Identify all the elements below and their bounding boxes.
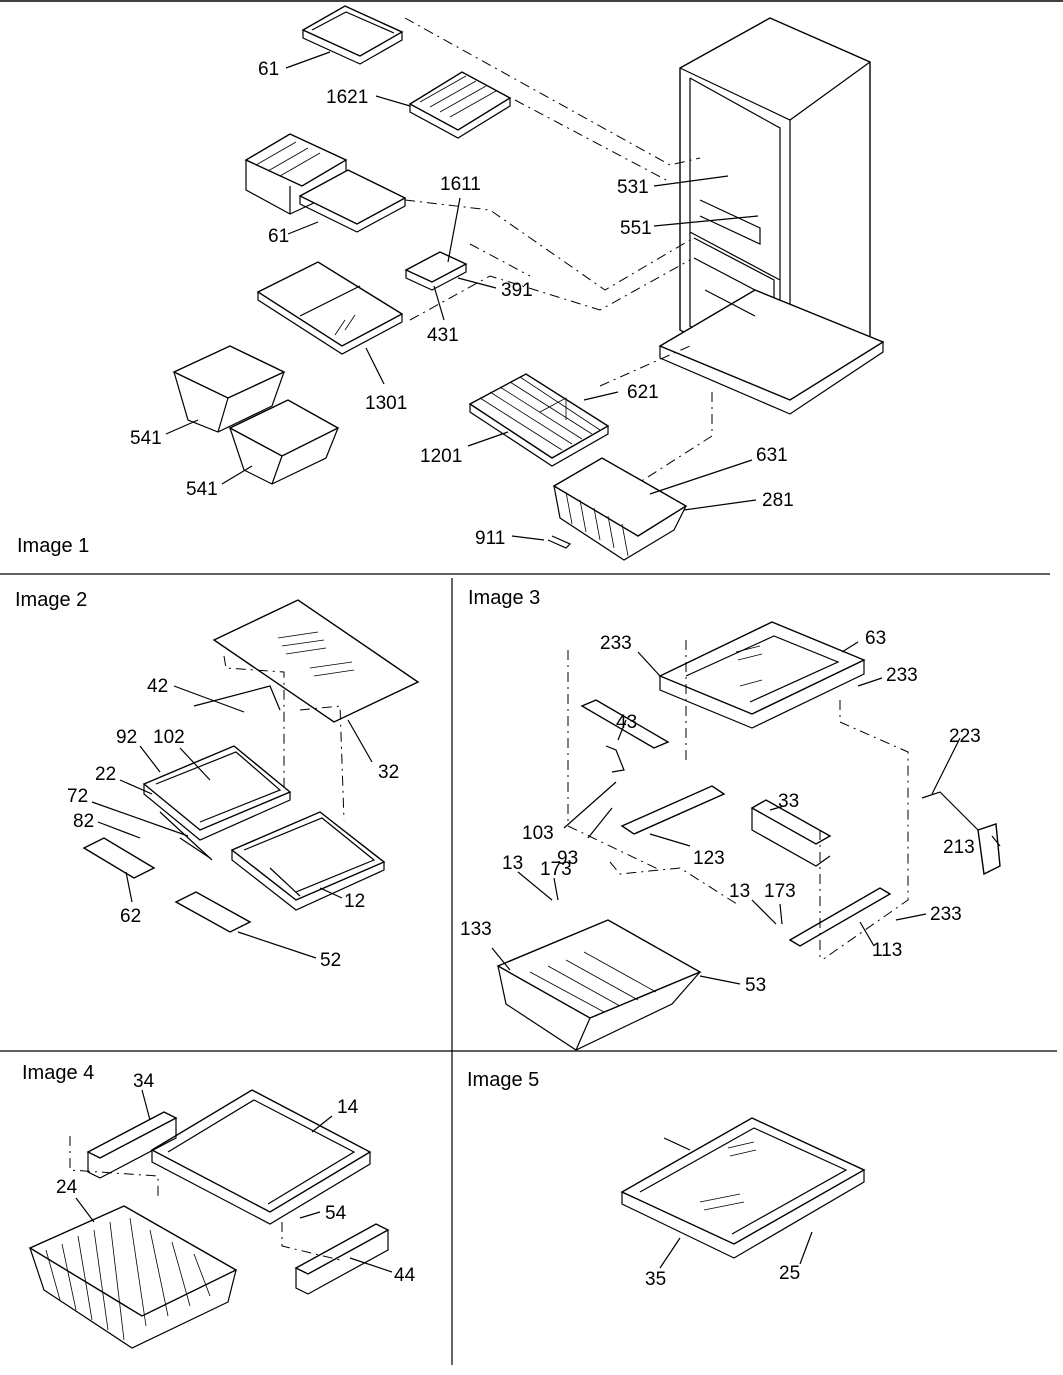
- callout-93: 93: [557, 848, 578, 869]
- callout-103: 103: [522, 823, 554, 844]
- image4-wire-basket-24: [28, 1205, 238, 1349]
- image1-glass-shelf-61-mid: [298, 169, 407, 233]
- callout-1201: 1201: [420, 446, 462, 467]
- panel-title-image-2: Image 2: [15, 589, 88, 611]
- image4-leader-lines: [75, 1089, 393, 1273]
- image3-phantom-lines: [567, 640, 909, 961]
- image3-endcap-213: [921, 791, 1001, 876]
- panel-title-image-1: Image 1: [17, 535, 90, 557]
- callout-223: 223: [949, 726, 981, 747]
- image5-glass-shelf: [620, 1117, 866, 1259]
- image1-refrigerator-cabinet: [658, 17, 885, 415]
- image2-parts-misc: [82, 655, 345, 933]
- image1-shelf-1621: [408, 71, 512, 139]
- callout-35: 35: [645, 1269, 666, 1290]
- image1-bracket-1611: [404, 251, 468, 291]
- image3-rail-123: [620, 785, 726, 835]
- callout-53: 53: [745, 975, 766, 996]
- callout-34: 34: [133, 1071, 155, 1092]
- callout-531: 531: [617, 177, 649, 198]
- image1-hinge-911: [547, 535, 572, 549]
- callout-233: 233: [886, 665, 918, 686]
- image3-rail-43: [580, 699, 670, 773]
- callout-233: 233: [930, 904, 962, 925]
- callout-54: 54: [325, 1203, 347, 1224]
- callout-431: 431: [427, 325, 459, 346]
- callout-621: 621: [627, 382, 659, 403]
- callout-133: 133: [460, 919, 492, 940]
- image1-wire-shelf-1201: [468, 373, 610, 467]
- image1-crisper-541-b: [228, 399, 340, 485]
- image3-shelf-63: [658, 621, 866, 729]
- callout-22: 22: [95, 764, 116, 785]
- callout-92: 92: [116, 727, 137, 748]
- image4-support-44: [294, 1223, 390, 1295]
- callout-391: 391: [501, 280, 533, 301]
- image1-crisper-cover-1301: [256, 261, 404, 355]
- callout-14: 14: [337, 1097, 359, 1118]
- callout-173: 173: [764, 881, 796, 902]
- callout-25: 25: [779, 1263, 800, 1284]
- callout-911: 911: [475, 528, 505, 549]
- callout-173: 173: [540, 859, 572, 880]
- callout-541: 541: [130, 428, 162, 449]
- callout-551: 551: [620, 218, 652, 239]
- callout-63: 63: [865, 628, 886, 649]
- callout-33: 33: [778, 791, 799, 812]
- callout-42: 42: [147, 676, 168, 697]
- callout-12: 12: [344, 891, 365, 912]
- callout-1301: 1301: [365, 393, 407, 414]
- callout-213: 213: [943, 837, 975, 858]
- image2-crisper-pan-12: [230, 811, 386, 911]
- image1-phantom-lines: [404, 17, 713, 483]
- image3-rail-113: [788, 887, 892, 947]
- callout-44: 44: [394, 1265, 416, 1286]
- image2-leader-lines: [91, 685, 373, 959]
- callout-72: 72: [67, 786, 88, 807]
- image2-crisper-pan-22: [142, 745, 292, 841]
- callout-13: 13: [502, 853, 523, 874]
- image2-glass-shelf-32: [212, 599, 420, 723]
- image1-leader-lines: [165, 51, 759, 541]
- panel-title-image-5: Image 5: [467, 1069, 540, 1091]
- callout-1621: 1621: [326, 87, 368, 108]
- callout-52: 52: [320, 950, 341, 971]
- image4-support-34: [86, 1111, 178, 1179]
- callout-82: 82: [73, 811, 94, 832]
- callout-labels: 61 1621 61 1611 531 551 391 431 1301 541…: [56, 59, 981, 1290]
- image1-freezer-basket-281: [552, 457, 688, 561]
- callout-43: 43: [616, 712, 637, 733]
- callout-62: 62: [120, 906, 141, 927]
- image1-glass-shelf-61-top: [301, 5, 404, 65]
- callout-102: 102: [153, 727, 185, 748]
- image4-glass-shelf-14: [150, 1089, 372, 1225]
- image1-crisper-541-a: [172, 345, 286, 433]
- callout-24: 24: [56, 1177, 78, 1198]
- callout-1611: 1611: [440, 174, 481, 195]
- image3-crisper-133: [496, 919, 702, 1051]
- image4-phantom-lines: [69, 1136, 341, 1261]
- callout-123: 123: [693, 848, 725, 869]
- callout-61: 61: [268, 226, 289, 247]
- panel-title-image-3: Image 3: [468, 587, 541, 609]
- image5-leader-lines: [659, 1137, 813, 1269]
- image3-bracket-33: [750, 799, 832, 867]
- callout-61: 61: [258, 59, 279, 80]
- panel-title-image-4: Image 4: [22, 1062, 95, 1084]
- callout-113: 113: [872, 940, 902, 961]
- callout-32: 32: [378, 762, 399, 783]
- callout-631: 631: [756, 445, 788, 466]
- callout-281: 281: [762, 490, 794, 511]
- callout-541: 541: [186, 479, 218, 500]
- callout-233: 233: [600, 633, 632, 654]
- callout-13: 13: [729, 881, 750, 902]
- image3-leader-lines: [491, 641, 1001, 985]
